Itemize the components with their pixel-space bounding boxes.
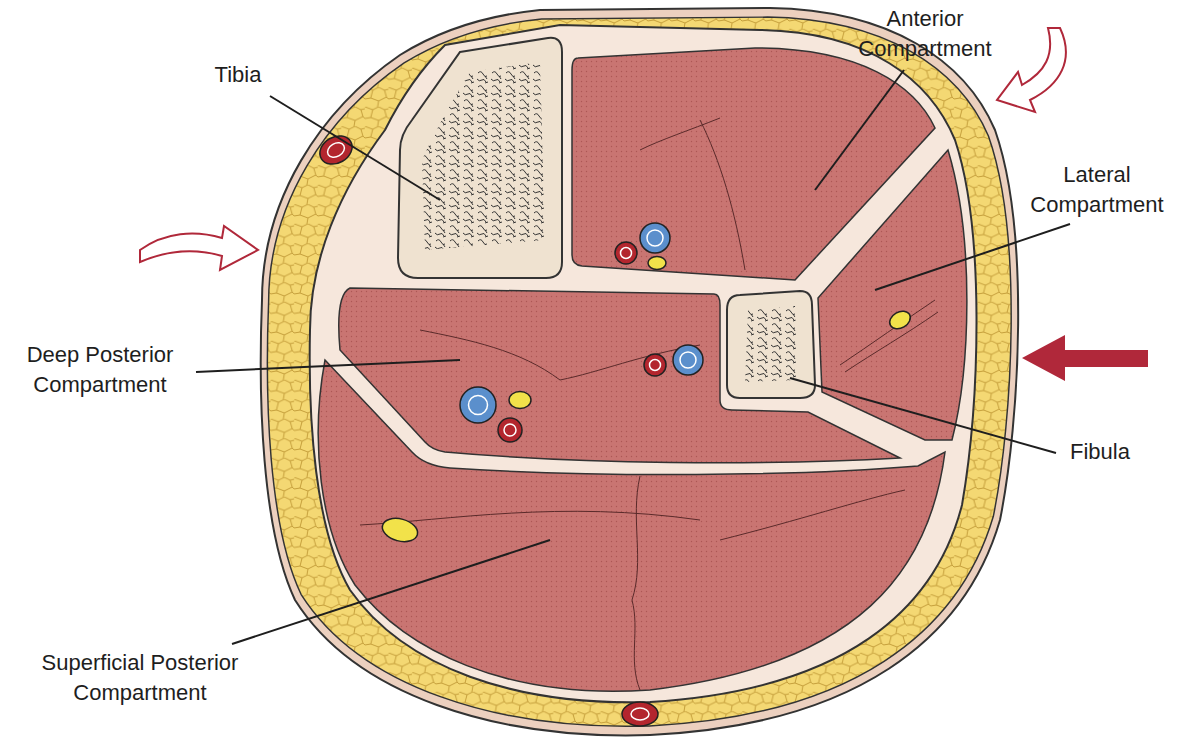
subcutaneous-fat xyxy=(267,17,1011,726)
compartment-label: Anterior Compartment xyxy=(850,4,1000,64)
compartment-label: Deep Posterior Compartment xyxy=(5,340,195,400)
skin xyxy=(261,8,1018,735)
leader-lines xyxy=(196,70,1070,644)
compartment-label: Tibia xyxy=(215,60,262,90)
vessels xyxy=(315,130,914,726)
compartment-label: Lateral Compartment xyxy=(1022,160,1172,220)
deep-posterior-compartment xyxy=(339,288,900,463)
compartment-label: Fibula xyxy=(1070,437,1130,467)
muscle-line xyxy=(360,476,905,690)
muscle-line xyxy=(840,300,935,365)
solid-arrow xyxy=(1022,335,1148,381)
hollow-arrow xyxy=(140,226,258,270)
tibia-marrow xyxy=(422,62,545,250)
fibula-marrow xyxy=(745,306,798,382)
superficial-posterior-compartment xyxy=(318,360,945,691)
muscle-line xyxy=(640,118,745,270)
muscle-line xyxy=(420,330,700,380)
lateral-compartment xyxy=(818,150,967,440)
compartment-label: Superficial Posterior Compartment xyxy=(33,648,248,708)
hollow-arrow xyxy=(997,28,1066,112)
fascia xyxy=(310,25,977,702)
tibia-bone xyxy=(398,38,562,278)
